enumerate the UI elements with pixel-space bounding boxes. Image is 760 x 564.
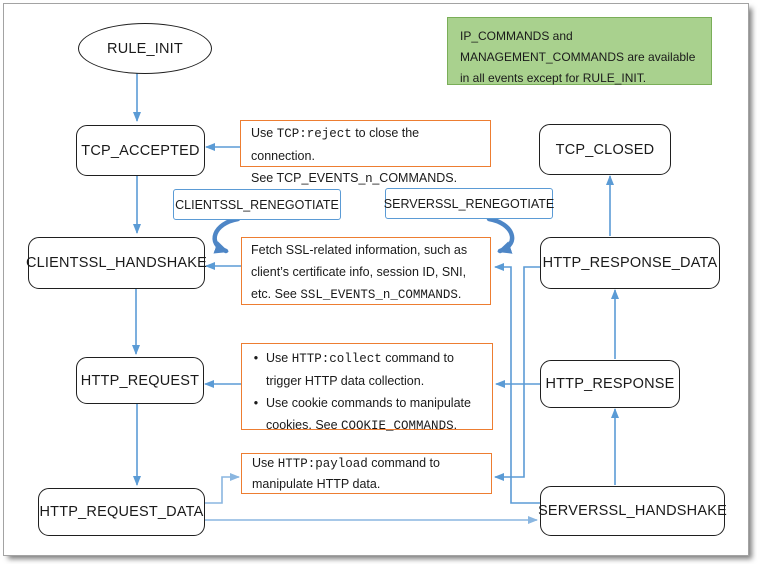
note-code: TCP:reject xyxy=(276,127,352,141)
note-text: Use xyxy=(252,456,278,470)
note-code: HTTP:payload xyxy=(277,457,368,471)
note-text: Use xyxy=(266,351,292,365)
note-code: HTTP:collect xyxy=(291,352,382,366)
note-text: Use xyxy=(251,126,277,140)
node-http-response-data: HTTP_RESPONSE_DATA xyxy=(540,237,720,289)
note-http-collect-cookies: • Use HTTP:collect command to trigger HT… xyxy=(241,343,493,433)
note-text: command to trigger HTTP data collection. xyxy=(266,351,454,388)
note-text: Use cookie commands to manipulate cookie… xyxy=(266,396,471,432)
node-rule-init: RULE_INIT xyxy=(78,23,212,74)
node-tcp-closed: TCP_CLOSED xyxy=(539,124,671,175)
node-clientssl-handshake: CLIENTSSL_HANDSHAKE xyxy=(26,237,207,289)
note-tcp-reject: Use TCP:reject to close the connection. … xyxy=(240,120,491,185)
bullet-icon: • xyxy=(253,396,259,410)
node-http-request: HTTP_REQUEST xyxy=(76,357,204,404)
note-text: . xyxy=(457,287,462,301)
note-text: Fetch SSL-related information, such as c… xyxy=(251,243,468,301)
bullet-item: • Use HTTP:collect command to trigger HT… xyxy=(246,347,486,392)
node-http-response: HTTP_RESPONSE xyxy=(540,360,680,408)
note-text: . xyxy=(453,418,458,432)
note-http-payload: Use HTTP:payload command to manipulate H… xyxy=(241,453,492,494)
node-clientssl-renegotiate: CLIENTSSL_RENEGOTIATE xyxy=(173,189,341,220)
note-text: See TCP_EVENTS_n_COMMANDS. xyxy=(251,171,458,185)
bullet-icon: • xyxy=(253,351,259,365)
note-ip-management-commands: IP_COMMANDS and MANAGEMENT_COMMANDS are … xyxy=(447,17,712,85)
node-serverssl-handshake: SERVERSSL_HANDSHAKE xyxy=(538,486,727,536)
note-code: SSL_EVENTS_n_COMMANDS xyxy=(300,288,458,302)
bullet-item: • Use cookie commands to manipulate cook… xyxy=(246,392,486,437)
node-serverssl-renegotiate: SERVERSSL_RENEGOTIATE xyxy=(384,188,554,219)
node-http-request-data: HTTP_REQUEST_DATA xyxy=(38,488,205,536)
note-text: command to manipulate HTTP data. xyxy=(252,456,440,491)
note-text: to close the connection. xyxy=(251,126,420,163)
node-tcp-accepted: TCP_ACCEPTED xyxy=(76,125,205,176)
note-ssl-info: Fetch SSL-related information, such as c… xyxy=(241,237,491,305)
note-code: COOKIE_COMMANDS xyxy=(341,419,454,433)
